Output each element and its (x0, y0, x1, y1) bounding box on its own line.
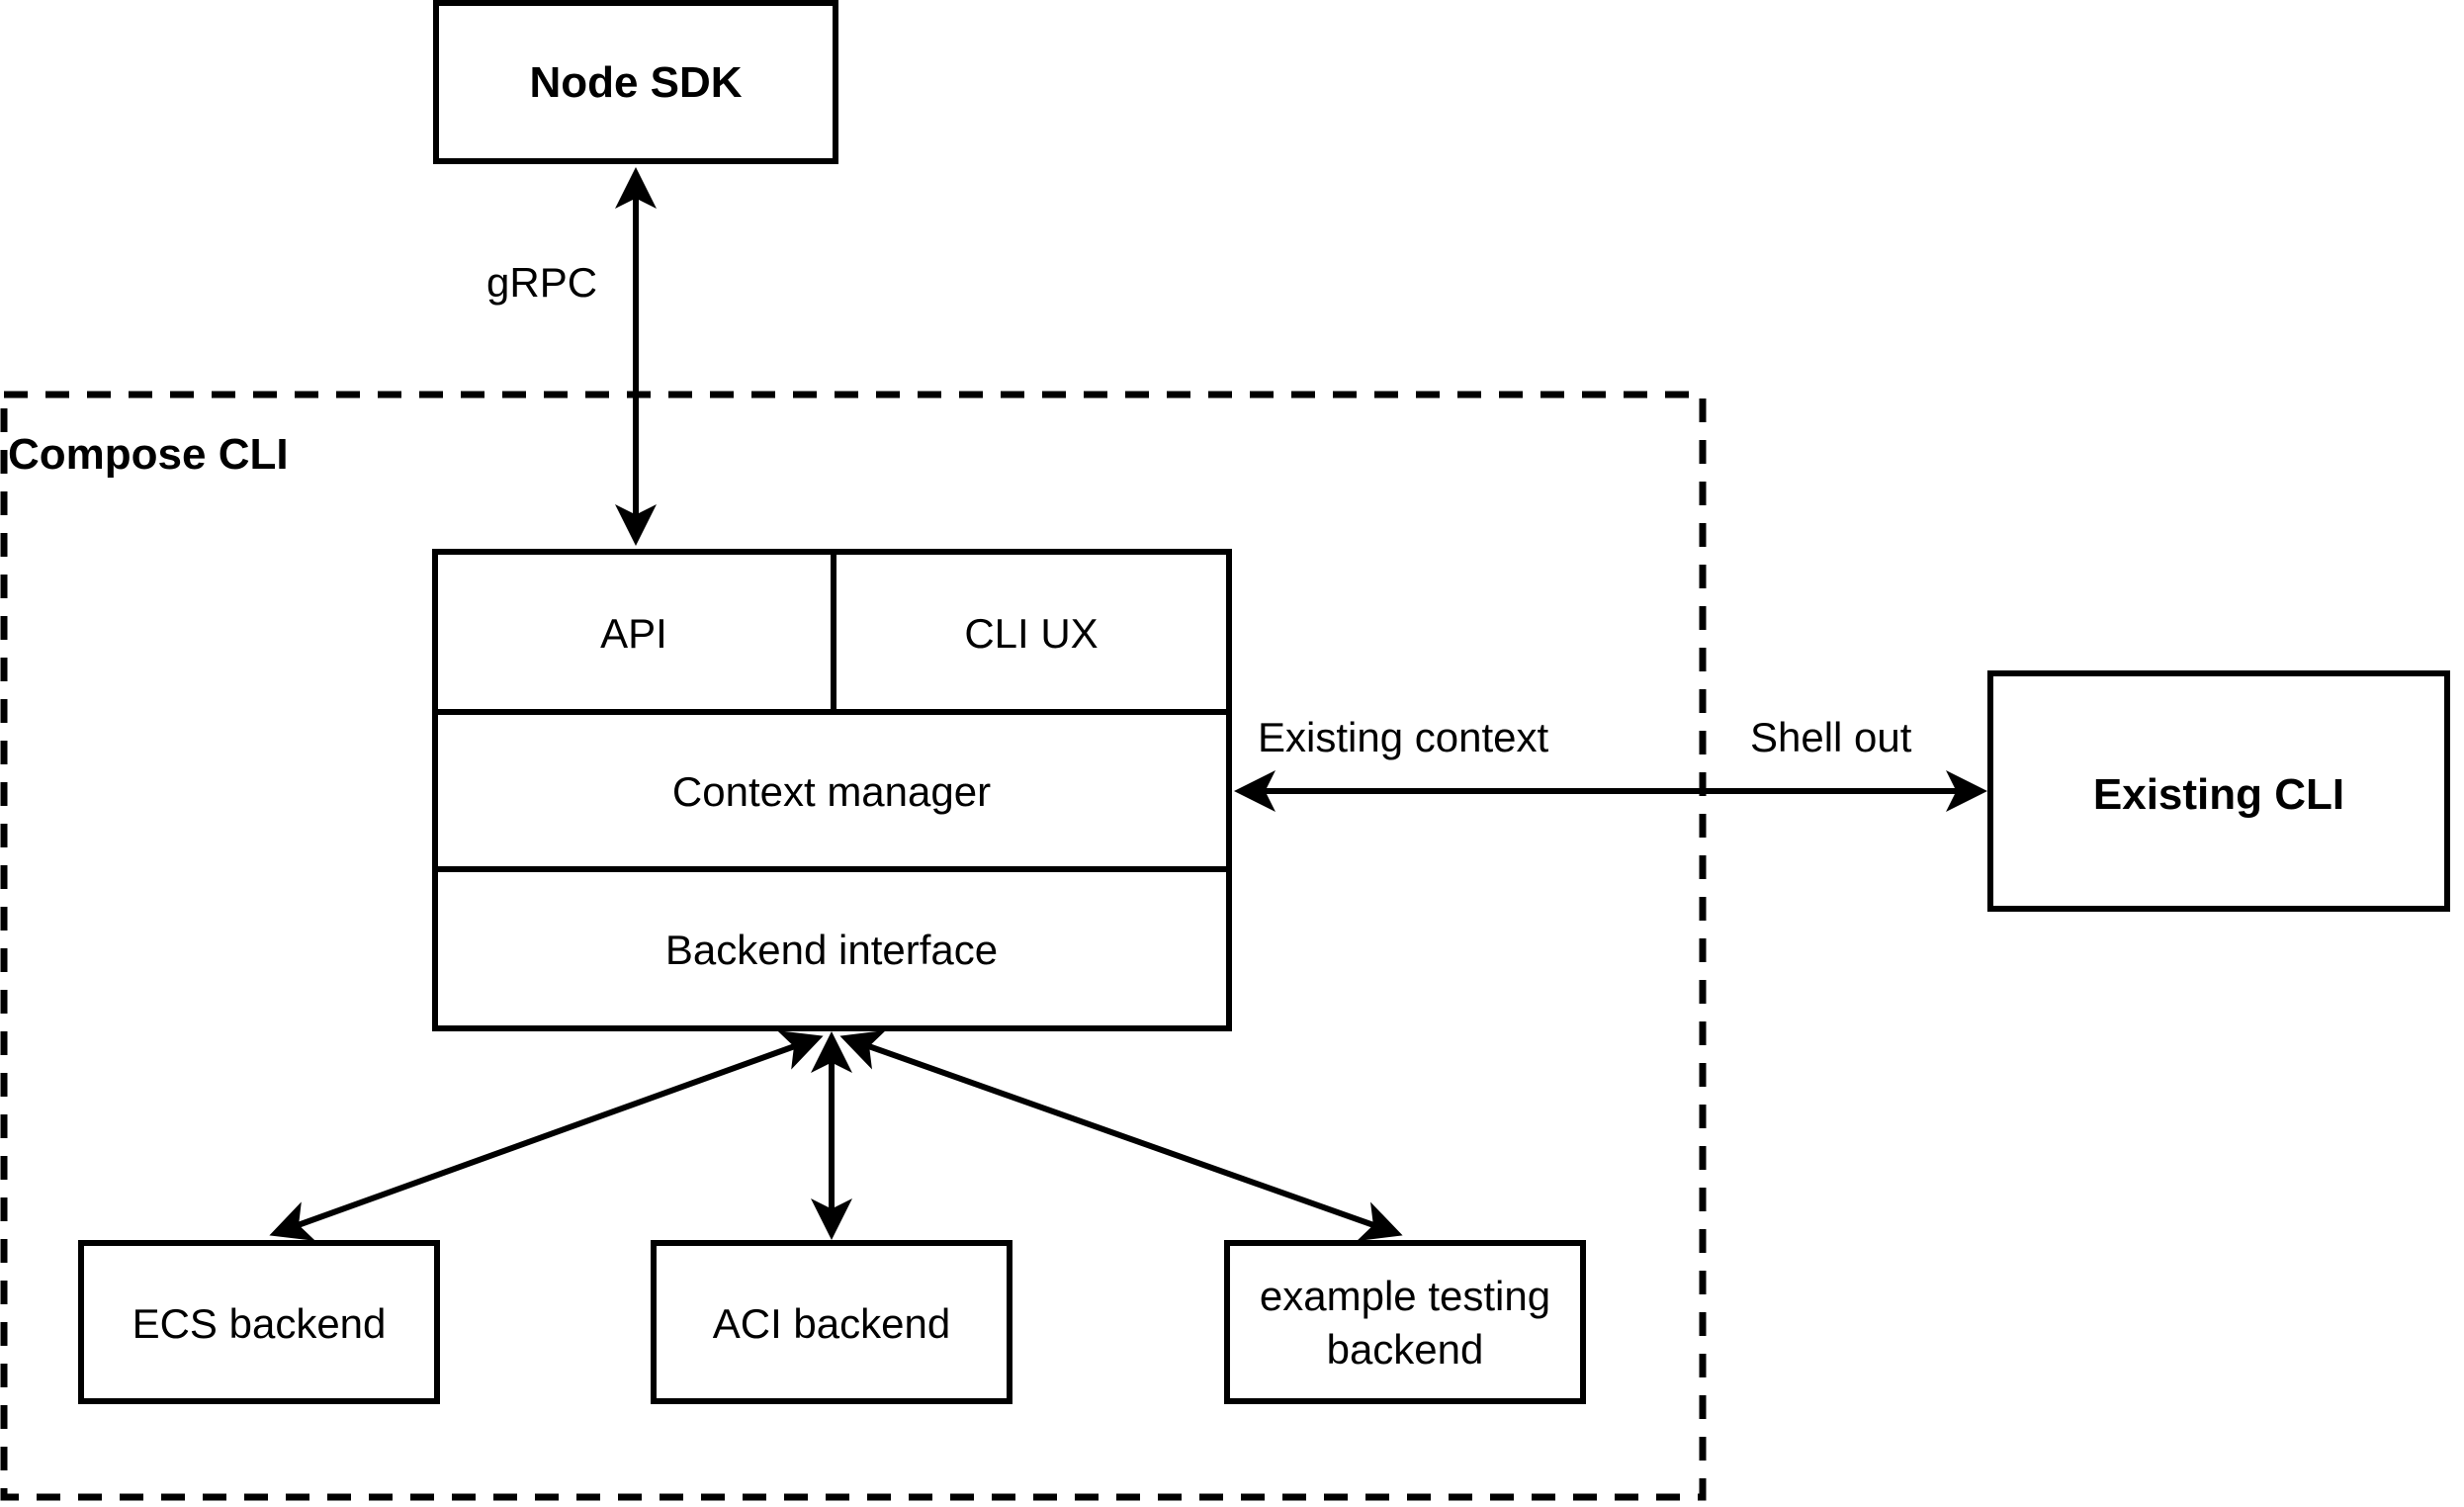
node-sdk-label: Node SDK (529, 58, 742, 107)
api-label: API (600, 610, 667, 657)
compose-cli-group-border (0, 391, 1707, 1501)
example-backend-label-line1: example testing (1260, 1273, 1550, 1319)
example-backend-label-line2: backend (1327, 1326, 1484, 1373)
node-sdk-box[interactable] (433, 0, 838, 164)
aci-backend-box[interactable] (651, 1240, 1012, 1404)
context-manager-label: Context manager (672, 768, 991, 815)
existing-cli-box[interactable] (1987, 670, 2450, 912)
existing-context-edge-label: Existing context (1258, 714, 1548, 760)
grpc-edge-label: gRPC (486, 259, 597, 306)
aci-backend-label: ACI backend (713, 1300, 950, 1347)
backend-interface-label: Backend interface (665, 927, 998, 973)
existing-cli-label: Existing CLI (2093, 770, 2344, 819)
example-backend-box[interactable] (1224, 1240, 1586, 1404)
example-backend-connector (839, 1029, 1403, 1242)
shell-out-edge-label: Shell out (1750, 714, 1912, 760)
compose-cli-group-label: Compose CLI (8, 430, 289, 479)
ecs-backend-connector (269, 1030, 824, 1241)
ecs-backend-label: ECS backend (132, 1300, 387, 1347)
ecs-backend-box[interactable] (78, 1240, 440, 1404)
cli-ux-label: CLI UX (964, 610, 1098, 657)
